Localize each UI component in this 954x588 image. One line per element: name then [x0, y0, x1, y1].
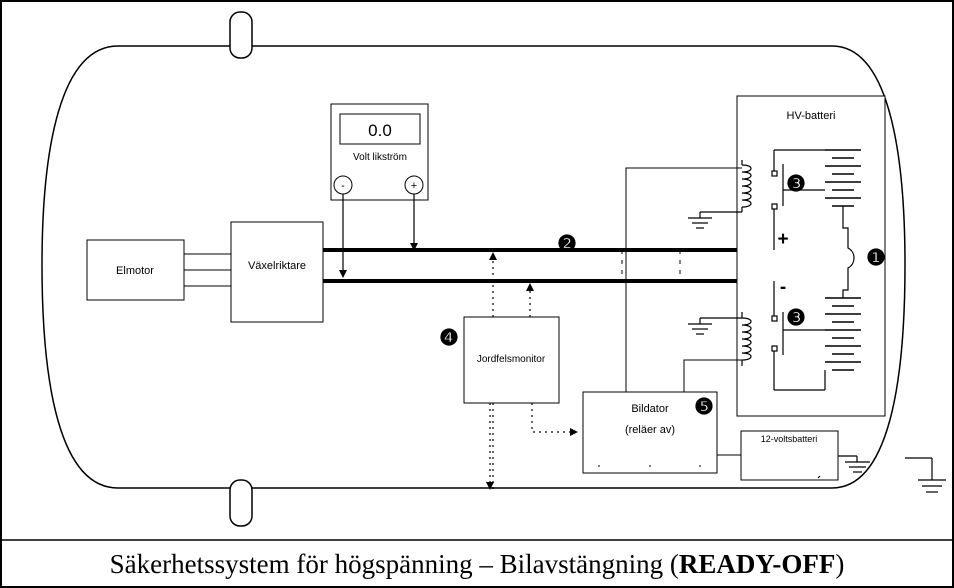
voltmeter-label: Volt likström: [353, 152, 407, 163]
caption-prefix: Säkerhetssystem för högspänning – Bilavs…: [109, 548, 679, 579]
marker-1: ❶: [866, 245, 886, 270]
voltmeter-display: [339, 113, 421, 145]
ground-symbol-aux-battery: [817, 455, 870, 479]
voltmeter-plus-sign: +: [411, 180, 417, 192]
ground-symbol-relay-upper: [688, 211, 742, 229]
relay-lower: [741, 281, 826, 391]
motor-label: Elmotor: [116, 265, 154, 277]
vehicle-body-outline: [41, 45, 906, 489]
monitor-sense-lines: [486, 252, 578, 490]
voltmeter-minus-sign: -: [341, 180, 345, 192]
marker-4: ❹: [439, 325, 459, 350]
marker-3-upper: ❸: [786, 171, 806, 196]
marker-5: ❺: [694, 394, 714, 419]
marker-3-lower: ❸: [786, 305, 806, 330]
diagram-caption: Säkerhetssystem för högspänning – Bilavs…: [0, 540, 954, 588]
control-wire-upper: [625, 167, 742, 392]
control-wire-lower: [683, 359, 742, 392]
hv-battery-box: [736, 95, 886, 417]
wheel-front: [229, 11, 253, 59]
battery-cells-upper: [825, 149, 861, 207]
ground-fault-monitor-box: [463, 316, 560, 404]
motor-box: [86, 239, 185, 301]
ground-symbol-chassis: [905, 457, 946, 493]
hv-plus-sign: +: [777, 229, 788, 250]
marker-2: ❷: [557, 231, 577, 256]
voltmeter-reading: 0.0: [368, 121, 392, 140]
hv-battery-label: HV-batteri: [787, 110, 836, 122]
computer-status: (reläer av): [625, 424, 675, 436]
hv-minus-sign: -: [780, 277, 786, 298]
computer-box: [582, 391, 718, 474]
caption-mode: READY-OFF: [678, 548, 836, 579]
service-plug-fuse: [842, 206, 855, 298]
aux-battery-label: 12-voltsbatteri: [761, 434, 818, 444]
relay-upper: [741, 149, 825, 250]
caption-suffix: ): [835, 548, 845, 579]
computer-label: Bildator: [631, 403, 669, 415]
inverter-label: Växelriktare: [248, 260, 306, 272]
ground-fault-monitor-label: Jordfelsmonitor: [477, 354, 546, 365]
inverter-box: [230, 221, 324, 323]
ground-symbol-relay-lower: [688, 317, 742, 335]
hv-dotted-gap-marks: [621, 250, 681, 282]
aux-battery-box: [740, 430, 839, 481]
wheel-rear: [229, 479, 253, 527]
